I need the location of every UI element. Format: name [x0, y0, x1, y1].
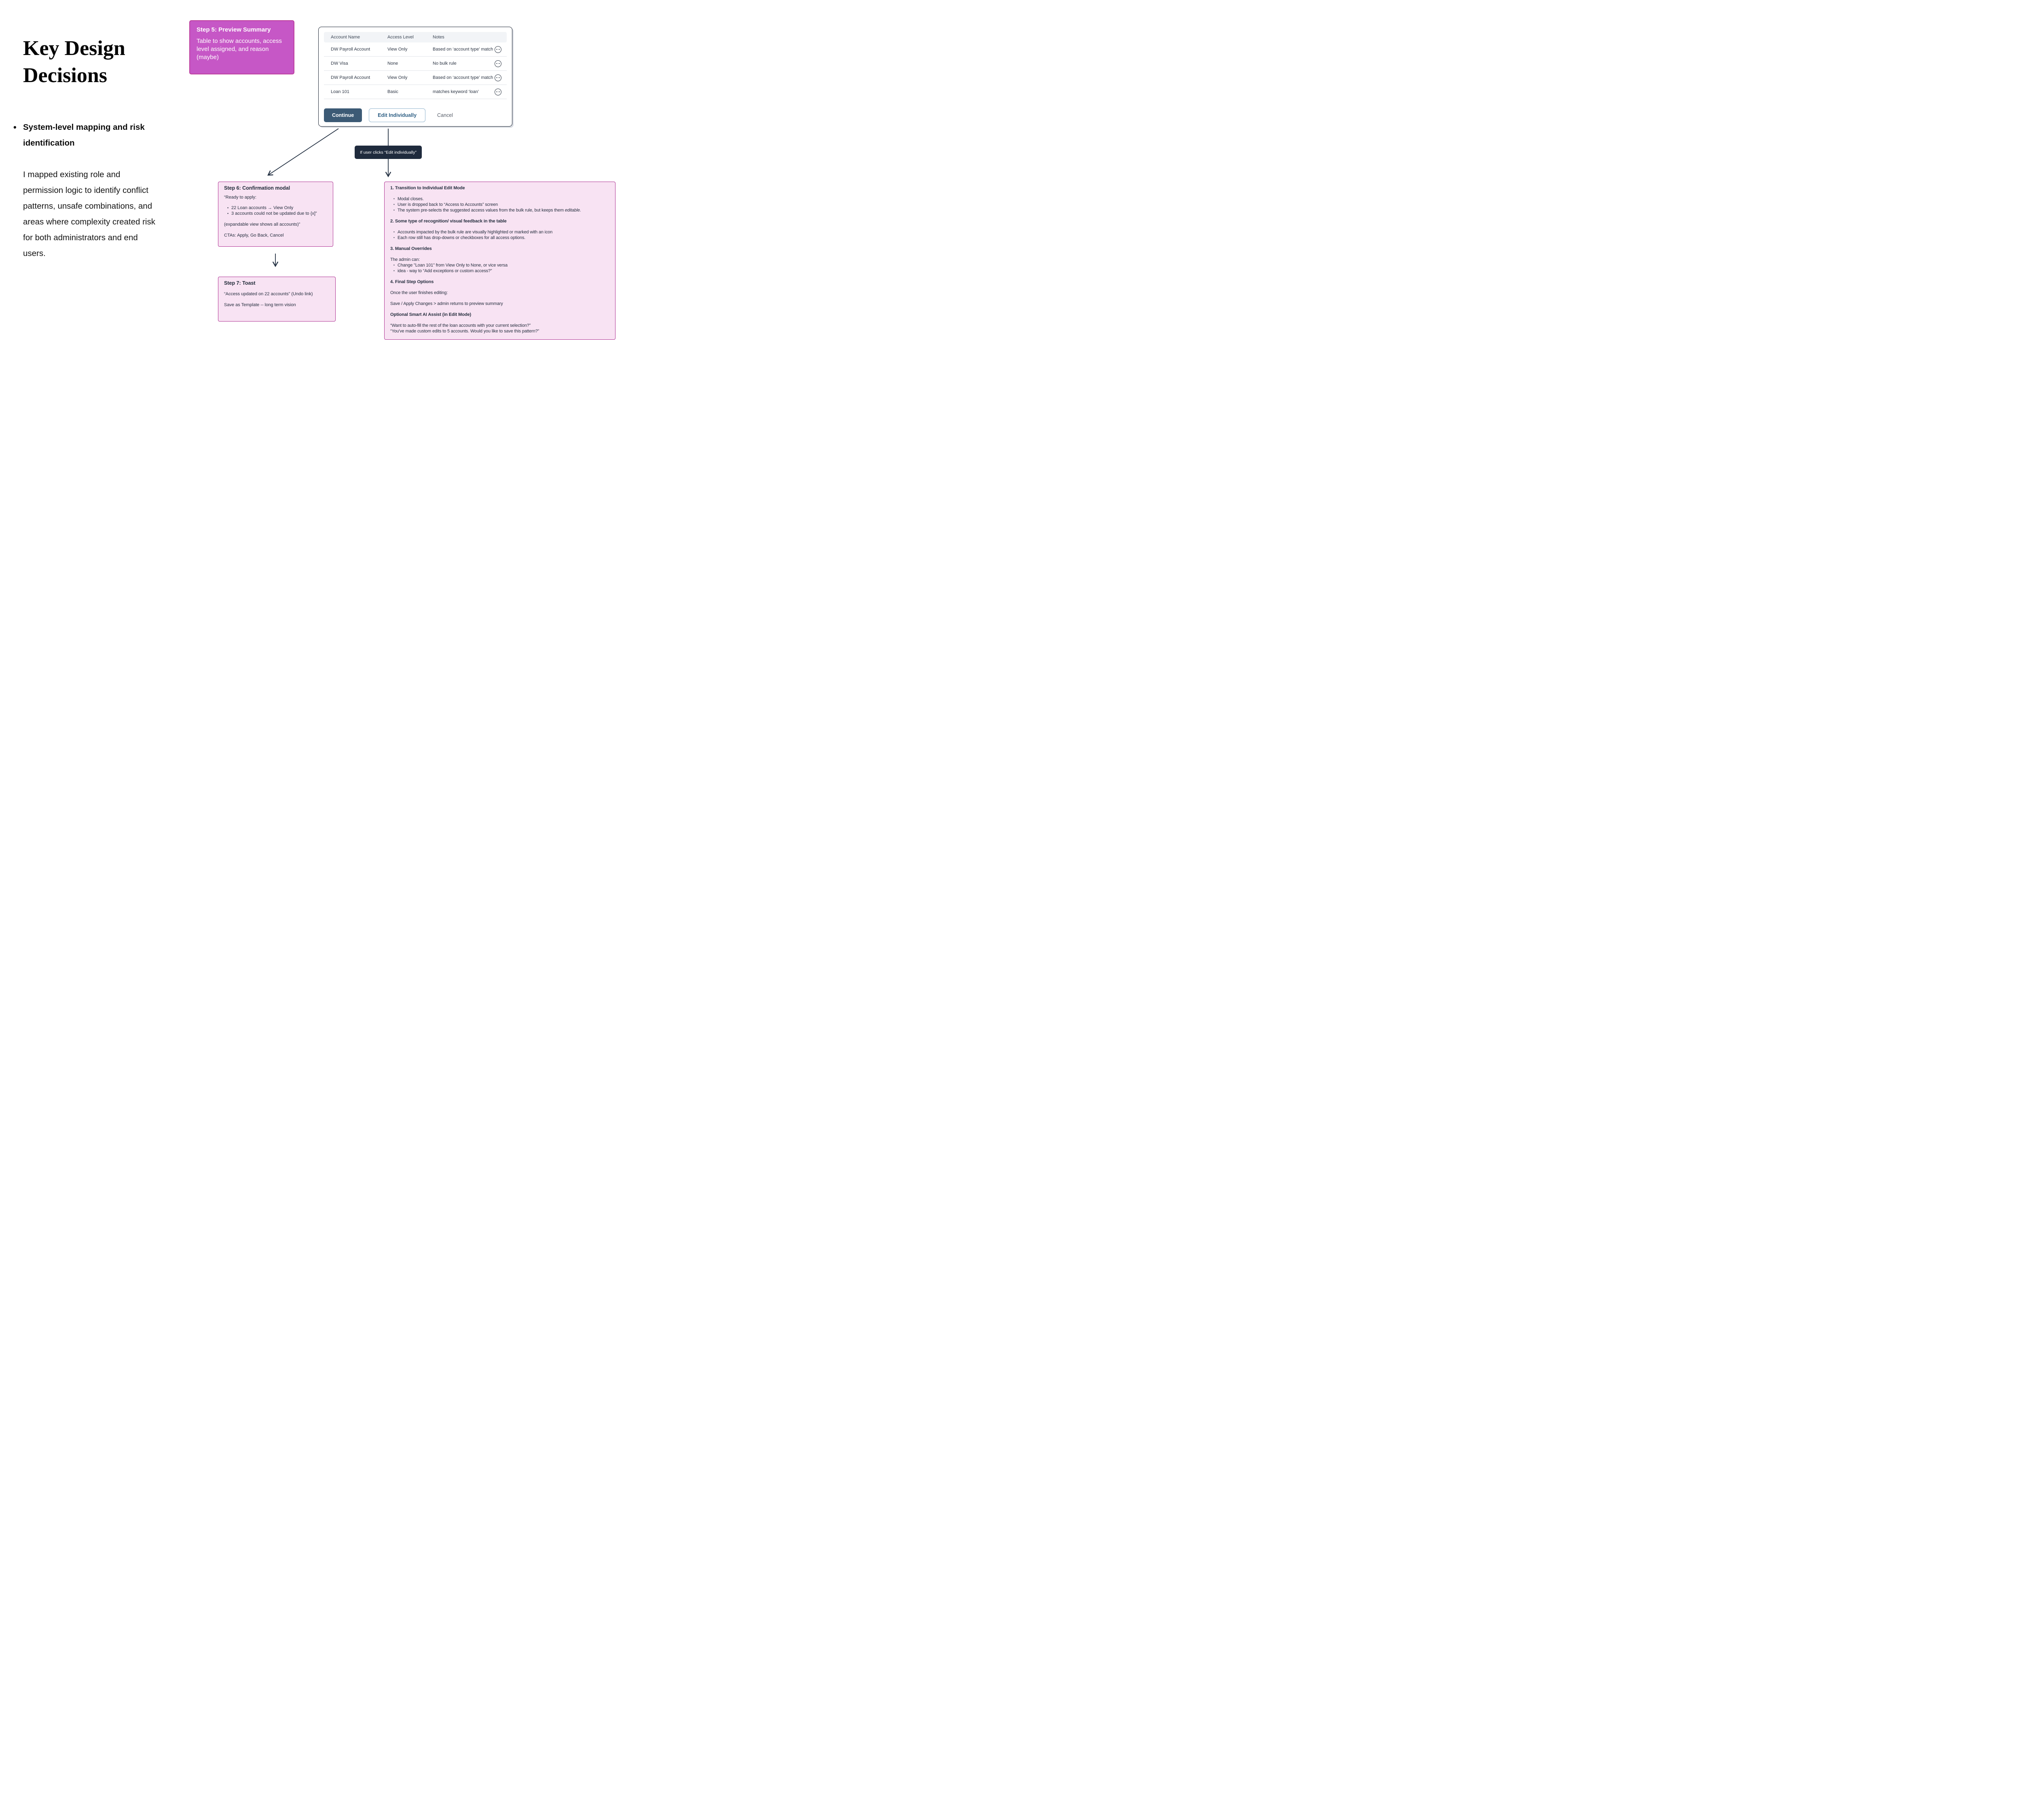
list-item: 3 accounts could not be updated due to {…	[227, 211, 327, 216]
section-bullet-list: Modal closes. User is dropped back to “A…	[390, 196, 609, 213]
section-bullet-list: Accounts impacted by the bulk rule are v…	[390, 229, 609, 241]
key-decision-description: I mapped existing role and permission lo…	[23, 170, 155, 258]
individual-edit-notes-panel: 1. Transition to Individual Edit Mode Mo…	[384, 182, 615, 340]
step7-title: Step 7: Toast	[224, 280, 256, 286]
column-header-notes: Notes	[433, 35, 444, 40]
list-item: The system pre-selects the suggested acc…	[393, 207, 609, 213]
ellipsis-circle-icon[interactable]	[495, 46, 501, 53]
notes-cell: Based on ‘account type’ match	[433, 47, 493, 52]
section-heading: 1. Transition to Individual Edit Mode	[390, 186, 465, 190]
step6-ctas: CTAs: Apply, Go Back, Cancel	[224, 233, 284, 238]
table-row: Loan 101 Basic matches keyword ‘loan’	[324, 85, 507, 99]
section-paragraph: “You've made custom edits to 5 accounts.…	[390, 329, 539, 334]
account-name-cell: DW Visa	[331, 61, 348, 66]
access-level-cell: View Only	[387, 47, 408, 52]
continue-button[interactable]: Continue	[324, 108, 362, 122]
arrow-modal-to-step6	[267, 128, 339, 176]
table-header-row: Account Name Access Level Notes	[324, 32, 507, 42]
list-item: 22 Loan accounts → View Only	[227, 205, 327, 211]
section-intro: The admin can:	[390, 257, 420, 262]
step7-template-text: Save as Template -- long term vision	[224, 303, 296, 307]
cancel-button[interactable]: Cancel	[432, 112, 458, 118]
list-item: Change "Loan 101" from View Only to None…	[393, 262, 609, 268]
access-level-cell: View Only	[387, 75, 408, 80]
access-level-cell: None	[387, 61, 398, 66]
modal-button-row: Continue Edit Individually Cancel	[324, 108, 507, 122]
account-name-cell: DW Payroll Account	[331, 47, 370, 52]
notes-cell: matches keyword ‘loan’	[433, 89, 479, 94]
step7-toast-text: “Access updated on 22 accounts” (Undo li…	[224, 292, 313, 296]
column-header-access-level: Access Level	[387, 35, 414, 40]
table-row: DW Payroll Account View Only Based on ‘a…	[324, 71, 507, 85]
edit-individually-button[interactable]: Edit Individually	[369, 108, 426, 122]
step6-title: Step 6: Confirmation modal	[224, 185, 290, 191]
step5-body: Table to show accounts, access level ass…	[197, 38, 282, 61]
step6-card: Step 6: Confirmation modal “Ready to app…	[218, 182, 333, 247]
account-name-cell: Loan 101	[331, 89, 349, 94]
italic-emphasis: editable.	[565, 208, 581, 213]
section-heading: 4. Final Step Options	[390, 279, 434, 284]
step6-intro: “Ready to apply:	[224, 195, 257, 200]
key-decision-bullet-heading: System-level mapping and risk identifica…	[13, 119, 152, 151]
ellipsis-circle-icon[interactable]	[495, 74, 501, 81]
notes-cell: No bulk rule	[433, 61, 457, 66]
step6-note: (expandable view shows all accounts)”	[224, 222, 300, 227]
section-heading: Optional Smart AI Assist (in Edit Mode)	[390, 312, 472, 317]
list-item: Each row still has drop-downs or checkbo…	[393, 235, 609, 241]
step7-card: Step 7: Toast “Access updated on 22 acco…	[218, 277, 336, 322]
list-item: User is dropped back to “Access to Accou…	[393, 202, 609, 207]
column-header-account-name: Account Name	[331, 35, 360, 40]
step6-bullet-list: 22 Loan accounts → View Only 3 accounts …	[224, 205, 327, 216]
list-item: idea - way to “Add exceptions or custom …	[393, 268, 609, 274]
section-paragraph: Save / Apply Changes > admin returns to …	[390, 301, 503, 306]
table-row: DW Payroll Account View Only Based on ‘a…	[324, 42, 507, 57]
access-level-cell: Basic	[387, 89, 398, 94]
list-item: Accounts impacted by the bulk rule are v…	[393, 229, 609, 235]
notes-cell: Based on ‘account type’ match	[433, 75, 493, 80]
section-bullet-list: Change "Loan 101" from View Only to None…	[390, 262, 609, 274]
section-paragraph: “Want to auto-fill the rest of the loan …	[390, 323, 531, 328]
ellipsis-circle-icon[interactable]	[495, 88, 501, 95]
section-heading: 2. Some type of recognition/ visual feed…	[390, 219, 507, 224]
ellipsis-circle-icon[interactable]	[495, 60, 501, 67]
section-paragraph: Once the user finishes editing:	[390, 290, 448, 295]
edit-individually-condition-label: If user clicks “Edit individually”	[355, 146, 422, 159]
step5-card: Step 5: Preview Summary Table to show ac…	[189, 20, 294, 74]
account-name-cell: DW Payroll Account	[331, 75, 370, 80]
preview-summary-modal: Account Name Access Level Notes DW Payro…	[318, 27, 512, 127]
table-row: DW Visa None No bulk rule	[324, 57, 507, 71]
section-heading: 3. Manual Overrides	[390, 246, 432, 251]
page-title: Key Design Decisions	[23, 37, 125, 87]
list-item: Modal closes.	[393, 196, 609, 202]
whiteboard-canvas: Key Design Decisions System-level mappin…	[0, 0, 623, 350]
step5-title: Step 5: Preview Summary	[197, 26, 271, 33]
